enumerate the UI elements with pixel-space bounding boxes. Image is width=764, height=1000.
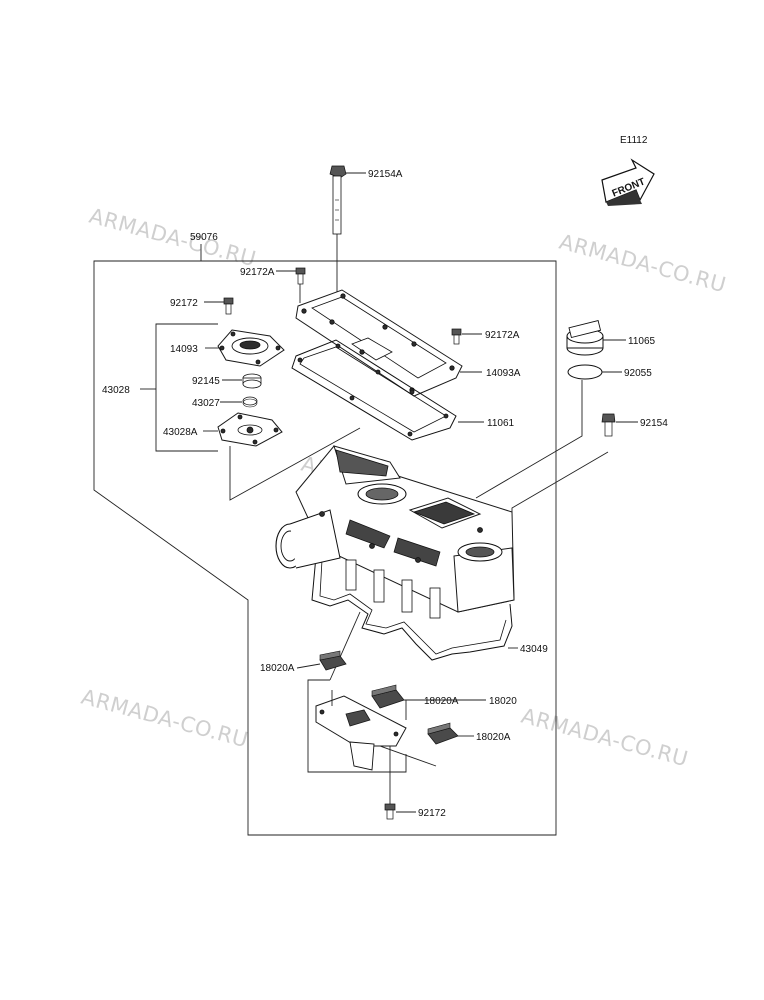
leader-cap bbox=[475, 380, 583, 499]
cap-11065 bbox=[566, 320, 626, 356]
front-arrow: FRONT bbox=[601, 158, 655, 206]
label-14093: 14093 bbox=[170, 344, 198, 355]
label-14093a: 14093A bbox=[486, 368, 521, 379]
label-59076: 59076 bbox=[190, 232, 218, 243]
block-18020a-left bbox=[296, 650, 347, 671]
label-92172-bottom: 92172 bbox=[418, 808, 446, 819]
watermark-2: ARMADA-CO.RU bbox=[557, 230, 729, 298]
leader-43028a bbox=[229, 427, 361, 501]
block-18020a-right bbox=[427, 722, 474, 745]
label-92154a: 92154A bbox=[368, 169, 403, 180]
breather-plate bbox=[315, 690, 437, 771]
label-11065: 11065 bbox=[628, 336, 656, 347]
label-43028a: 43028A bbox=[163, 427, 198, 438]
label-18020a-mid: 18020A bbox=[424, 696, 459, 707]
plate-43028a bbox=[203, 412, 283, 447]
bolt-92172-top bbox=[204, 297, 234, 315]
leader-bolt-92154 bbox=[511, 451, 609, 520]
label-18020: 18020 bbox=[489, 696, 517, 707]
watermark-5: ARMADA-CO.RU bbox=[519, 704, 691, 772]
housing-43049 bbox=[275, 445, 518, 661]
spring-92145 bbox=[222, 373, 262, 389]
cover-14093a bbox=[295, 289, 482, 397]
label-43028: 43028 bbox=[102, 385, 130, 396]
label-43027: 43027 bbox=[192, 398, 220, 409]
diaphragm-43027 bbox=[220, 396, 258, 408]
label-18020a-left: 18020A bbox=[260, 663, 295, 674]
frame-18020 bbox=[307, 679, 407, 773]
gasket-11061 bbox=[291, 339, 484, 441]
label-92055: 92055 bbox=[624, 368, 652, 379]
frame-43028 bbox=[155, 323, 218, 452]
frame-59076 bbox=[93, 244, 557, 836]
block-18020a-mid bbox=[371, 684, 422, 709]
bolt-92154 bbox=[601, 413, 638, 437]
bolt-92172a-mid bbox=[451, 328, 482, 345]
label-92172a-top: 92172A bbox=[240, 267, 275, 278]
label-11061: 11061 bbox=[487, 418, 515, 429]
cover-plate-14093 bbox=[205, 329, 285, 367]
bolt-92172a-top bbox=[276, 267, 306, 303]
label-92154: 92154 bbox=[640, 418, 668, 429]
watermark-4: ARMADA-CO.RU bbox=[79, 685, 251, 753]
oring-92055 bbox=[567, 364, 622, 380]
diagram-code: E1112 bbox=[620, 135, 648, 146]
label-43049: 43049 bbox=[520, 644, 548, 655]
label-92145: 92145 bbox=[192, 376, 220, 387]
label-18020a-right: 18020A bbox=[476, 732, 511, 743]
bolt-92172-bottom bbox=[384, 746, 416, 820]
bolt-92154a bbox=[329, 165, 366, 294]
label-92172-top: 92172 bbox=[170, 298, 198, 309]
leader-18020-group bbox=[329, 611, 361, 681]
label-92172a-mid: 92172A bbox=[485, 330, 520, 341]
